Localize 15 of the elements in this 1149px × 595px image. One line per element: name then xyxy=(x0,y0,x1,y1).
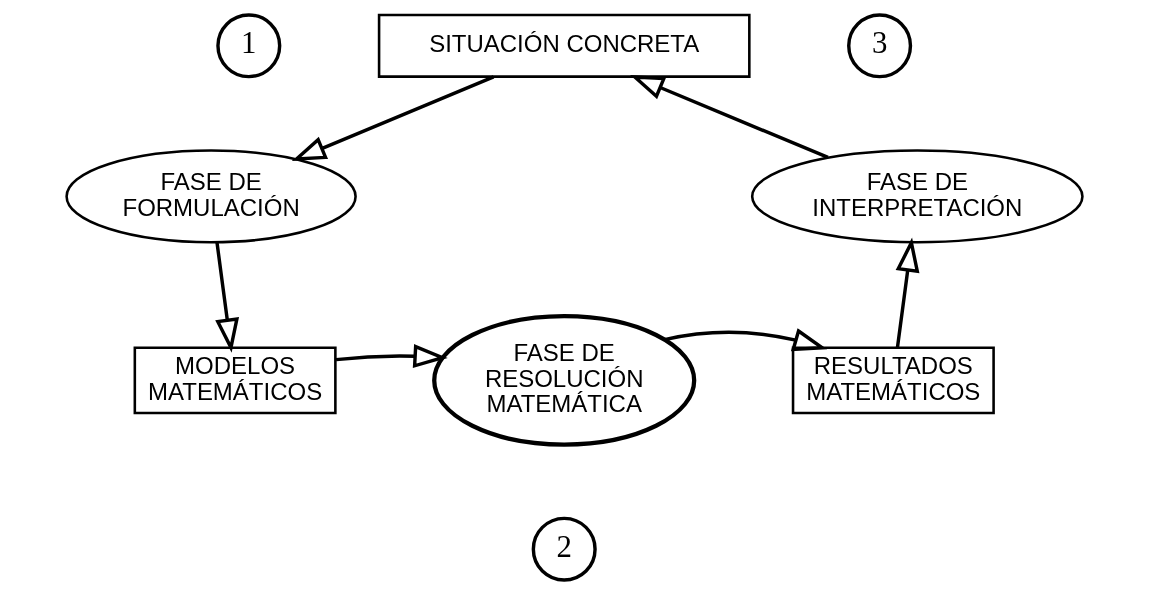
node-box: RESULTADOS MATEMÁTICOS xyxy=(791,346,995,415)
arrow xyxy=(630,74,829,160)
node-circle: 2 xyxy=(531,516,597,582)
node-ellipse: FASE DE FORMULACIÓN xyxy=(65,149,357,244)
node-ellipse: FASE DE RESOLUCIÓN MATEMÁTICA xyxy=(432,314,697,447)
arrow xyxy=(291,75,495,162)
arrow xyxy=(215,242,240,353)
node-box: SITUACIÓN CONCRETA xyxy=(377,13,751,78)
node-circle: 1 xyxy=(216,13,282,79)
arrow xyxy=(895,237,920,348)
node-box: MODELOS MATEMÁTICOS xyxy=(133,346,337,415)
node-circle: 3 xyxy=(847,13,913,79)
arrow xyxy=(335,344,448,369)
arrow xyxy=(664,328,828,352)
node-ellipse: FASE DE INTERPRETACIÓN xyxy=(750,149,1084,244)
